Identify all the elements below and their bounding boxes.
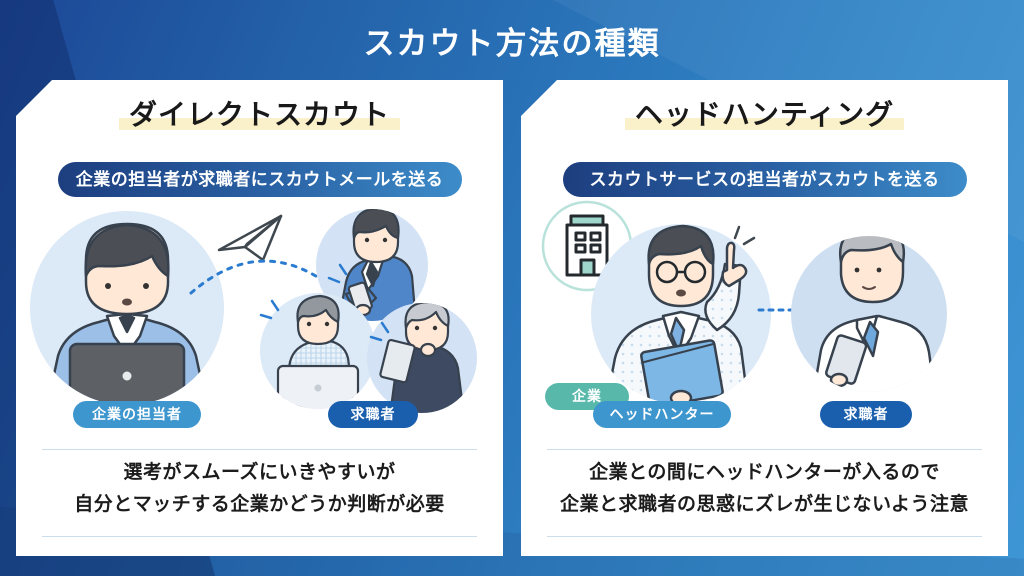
paper-plane-icon — [217, 214, 283, 262]
job-seeker-phone-figure — [316, 209, 428, 321]
page-title: スカウト方法の種類 — [363, 26, 661, 61]
description-banner: スカウトサービスの担当者がスカウトを送る — [562, 162, 967, 197]
panel-title-direct-scout: ダイレクトスカウト — [16, 96, 503, 134]
divider-line — [42, 536, 477, 537]
alert-sparks-icon — [327, 263, 348, 284]
headhunter-figure — [591, 224, 771, 404]
panel-direct-scout: ダイレクトスカウト 企業の担当者が求職者にスカウトメールを送る — [16, 80, 503, 556]
headhunting-scene — [541, 200, 947, 404]
panel-headhunting: ヘッドハンティング スカウトサービスの担当者がスカウトを送る — [521, 80, 1008, 556]
divider-line — [547, 449, 982, 450]
panel-title-headhunting: ヘッドハンティング — [521, 96, 1008, 134]
note-line: 企業と求職者の思惑にズレが生じないよう注意 — [559, 494, 970, 515]
note-line: 選考がスムーズにいきやすいが — [123, 462, 396, 483]
highlighted-title-text: ダイレクトスカウト — [118, 99, 400, 130]
alert-sparks-icon — [259, 299, 280, 320]
highlighted-title-text: ヘッドハンティング — [624, 99, 905, 130]
job-seeker-figure — [791, 236, 947, 392]
job-seeker-laptop-figure — [259, 293, 376, 409]
actor-label-company-rep: 企業の担当者 — [73, 401, 201, 428]
headhunting-illustration: 企業 ヘッドハンター 求職者 — [521, 198, 1008, 430]
actor-label-job-seeker: 求職者 — [328, 401, 418, 428]
note-text: 選考がスムーズにいきやすいが 自分とマッチする企業かどうか判断が必要 — [16, 457, 503, 521]
actor-label-job-seeker: 求職者 — [820, 401, 912, 428]
alert-sparks-icon — [369, 321, 390, 342]
job-seeker-tablet-figure — [367, 303, 477, 413]
company-rep-figure — [30, 211, 224, 405]
divider-line — [42, 449, 477, 450]
direct-scout-scene — [30, 209, 477, 413]
glasses-icon — [655, 260, 707, 284]
note-text: 企業との間にヘッドハンターが入るので 企業と求職者の思惑にズレが生じないよう注意 — [521, 457, 1008, 521]
description-banner: 企業の担当者が求職者にスカウトメールを送る — [57, 162, 462, 197]
divider-line — [547, 536, 982, 537]
alert-sparks-icon — [733, 225, 756, 246]
direct-scout-illustration: 企業の担当者 求職者 — [16, 198, 503, 430]
note-line: 企業との間にヘッドハンターが入るので — [589, 462, 940, 483]
actor-label-headhunter: ヘッドハンター — [593, 401, 731, 428]
note-line: 自分とマッチする企業かどうか判断が必要 — [74, 494, 445, 515]
